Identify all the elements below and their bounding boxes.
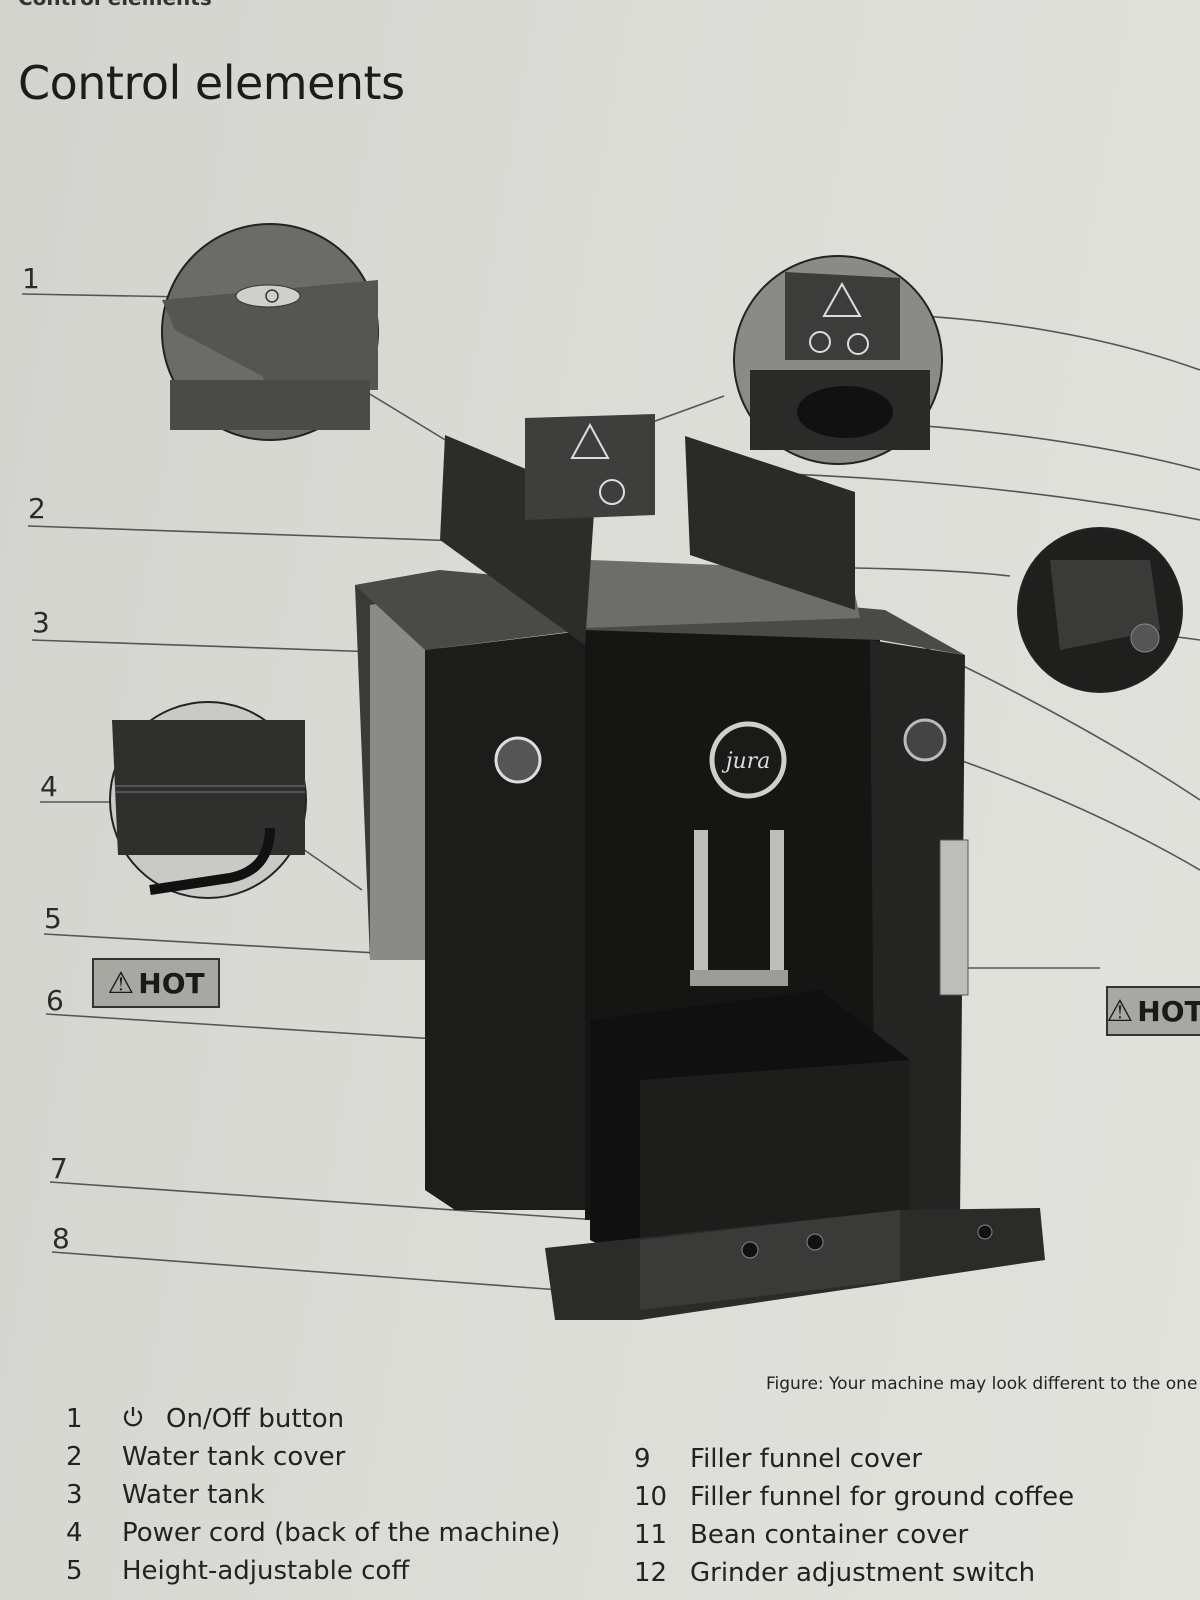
legend-item: 10 Filler funnel for ground coffee [634,1482,1074,1520]
legend-item: 9 Filler funnel cover [634,1444,1074,1482]
callout-number: 1 [22,262,40,295]
page-title: Control elements [18,56,405,110]
callout-number: 5 [44,902,62,935]
legend-label: Grinder adjustment switch [690,1558,1036,1588]
legend-item: 12 Grinder adjustment switch [634,1558,1074,1596]
warning-triangle-icon: ⚠ [1106,993,1134,1029]
legend-number: 5 [66,1556,83,1586]
detail-circle-power-cord [109,701,307,899]
running-head: Control elements [18,0,212,10]
legend-number: 4 [66,1518,83,1548]
legend-label: On/Off button [166,1404,345,1434]
legend-number: 9 [634,1444,651,1474]
legend-label: Filler funnel for ground coffee [690,1482,1075,1512]
legend-left: 1 On/Off button 2 Water tank cover 3 Wat… [66,1404,560,1594]
legend-number: 10 [634,1482,668,1512]
legend-label: Water tank cover [122,1442,346,1472]
legend-number: 11 [634,1520,668,1550]
legend-item: 11 Bean container cover [634,1520,1074,1558]
detail-circle-grinder [1017,527,1183,693]
legend-label: Filler funnel cover [690,1444,923,1474]
jura-logo: jura [721,749,771,774]
power-icon [122,1404,144,1427]
callout-number: 3 [32,606,50,639]
warning-triangle-icon: ⚠ [107,965,135,1001]
legend-item: 1 On/Off button [66,1404,560,1442]
coffee-machine-body: jura [355,414,1045,1320]
callout-number: 7 [50,1152,68,1185]
coffee-machine-figure: jura [21,223,1200,1320]
callout-number: 4 [40,770,58,803]
legend-label: Power cord (back of the machine) [122,1518,561,1548]
legend-number: 2 [66,1442,83,1472]
hot-warning-label: ⚠ HOT [1106,986,1200,1036]
figure-caption: Figure: Your machine may look different … [766,1374,1200,1394]
legend-item: 4 Power cord (back of the machine) [66,1518,560,1556]
legend-label: Bean container cover [690,1520,969,1550]
callout-number: 6 [46,984,64,1017]
legend-number: 3 [66,1480,83,1510]
legend-label: Water tank [122,1480,265,1510]
hot-warning-label: ⚠ HOT [92,958,220,1008]
callout-number: 8 [52,1222,70,1255]
legend-label: Height-adjustable coff [122,1556,410,1586]
callout-number: 2 [28,492,46,525]
legend-item: 3 Water tank [66,1480,560,1518]
legend-number: 1 [66,1404,83,1434]
legend-right: 9 Filler funnel cover 10 Filler funnel f… [634,1444,1074,1596]
legend-item: 5 Height-adjustable coff [66,1556,560,1594]
legend-number: 12 [634,1558,668,1588]
detail-circle-on-off [161,223,379,441]
legend-item: 2 Water tank cover [66,1442,560,1480]
detail-circle-filler-funnel [733,255,943,465]
